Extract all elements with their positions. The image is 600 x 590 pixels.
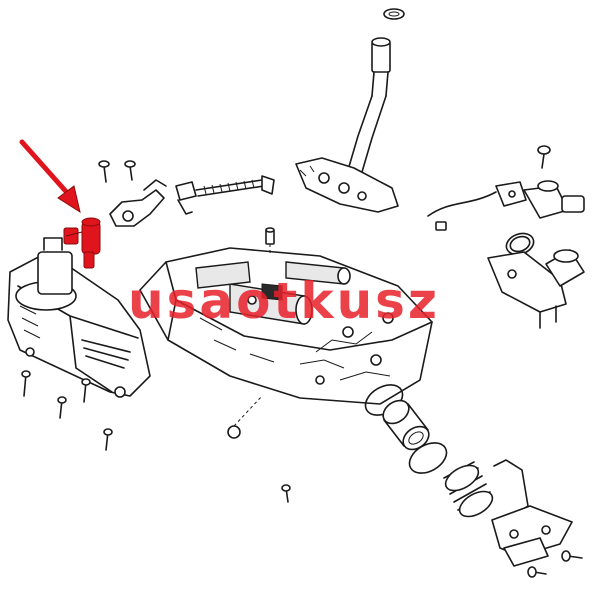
- detent-lever: [109, 179, 167, 227]
- bolt-left-2: [57, 396, 67, 419]
- pressure-sensor-bracket: [487, 249, 585, 329]
- screw-right-top: [537, 145, 551, 169]
- red-indicator-arrow: [19, 139, 81, 214]
- screw-top-2: [124, 160, 136, 181]
- screw-top-1: [98, 160, 110, 183]
- screw-bottom-center: [281, 484, 291, 503]
- bolt-left-3: [81, 378, 91, 403]
- check-ball-bottom: [227, 395, 263, 439]
- bolt-bottom-right-2: [527, 566, 547, 578]
- speed-sensor-with-harness: [427, 180, 585, 231]
- shift-linkage-rod: [175, 175, 275, 215]
- accumulator-piston: [382, 399, 430, 451]
- accumulator-cover-bracket: [491, 459, 573, 567]
- sector-plate: [295, 157, 399, 213]
- accumulator-spring: [443, 461, 494, 518]
- accumulator-seal-ring-2: [408, 442, 448, 474]
- valve-body: [139, 247, 433, 405]
- bolt-left-4: [103, 428, 113, 451]
- check-ball-top: [265, 227, 275, 256]
- solenoid-pack-module: [7, 237, 151, 398]
- bolt-bottom-right-1: [561, 550, 583, 562]
- highlighted-solenoid-sensor: [63, 217, 101, 269]
- manual-shift-shaft: [343, 8, 405, 182]
- bolt-left-1: [21, 370, 31, 397]
